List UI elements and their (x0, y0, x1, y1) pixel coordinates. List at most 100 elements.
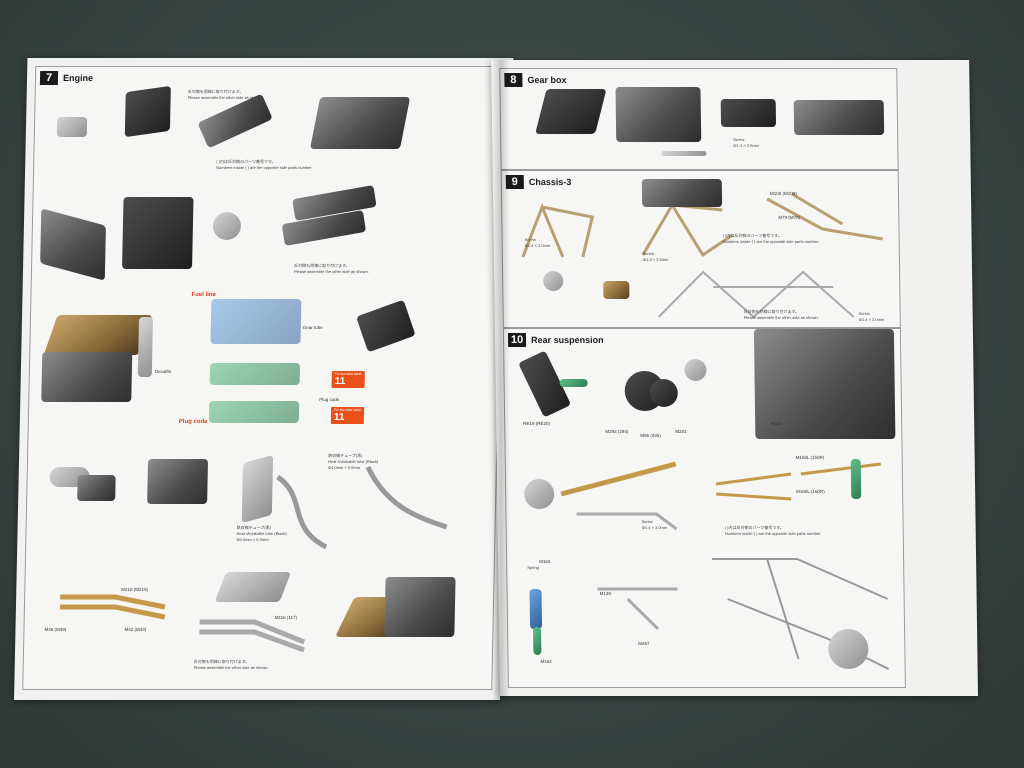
bracket-gold-part (603, 281, 630, 299)
chassis-screw-size-2: Φ1.4 × 3.5mm (642, 257, 669, 262)
damper-green-part (533, 627, 542, 655)
note-numbers-jp: ( )内は反対側のパーツ番号です。 (216, 159, 276, 164)
fuel-line-diagram (210, 299, 302, 344)
note-numbers-en: Numbers inside ( ) are the opposite side… (216, 165, 313, 170)
label-m116: M116 (117) (274, 615, 298, 620)
gear-tube-label: Gear tube (302, 325, 323, 330)
chassis-screw-size-1: Φ1.4 × 3.0mm (524, 243, 551, 248)
rod-part (661, 151, 707, 156)
section-8-header: 8 Gear box (504, 73, 566, 87)
left-page: 7 Engine 反対側も同様に取り付けます。 Please assemble … (14, 58, 514, 700)
gearbox-part (720, 99, 777, 127)
label-m48: M48 (M49) (44, 627, 67, 632)
label-m150l: M150L (150R) (795, 455, 825, 460)
gearbox-screw: Screw (733, 137, 745, 142)
section-10-rear-suspension: 10 Rear suspension RE19 (RE20) M293 (294… (502, 328, 906, 688)
plug-code-small-label: Plug code (319, 397, 340, 402)
rear-hub-part (523, 479, 555, 509)
tank-part (77, 475, 116, 501)
plug-code-diagram-lower (208, 401, 300, 423)
exhaust-pipe-diagram (59, 594, 166, 620)
section-10-title: Rear suspension (530, 335, 604, 345)
engine-block-part (124, 85, 171, 138)
chassis-frame-diagram-3 (766, 192, 883, 241)
brake-disc-part-2 (649, 379, 678, 407)
chassis-screw-size-3: Φ1.4 × 3.0mm (858, 317, 885, 322)
rear-frame-diagram (712, 558, 890, 670)
gearbox-installed-part (793, 100, 885, 135)
section-7-title: Engine (62, 73, 94, 83)
radiator-part (40, 208, 106, 281)
label-m218: M218 (M219) (121, 587, 149, 592)
chassis-tube-diagram (657, 270, 855, 319)
label-m281: M281 (675, 429, 687, 434)
engine-assembly-part (41, 352, 133, 402)
decalfin-label: Decalfin (154, 369, 172, 374)
heat-tube-en-2: Heat shrinkable tube (Black) (236, 531, 287, 536)
label-m139: M139 (599, 591, 611, 596)
axle-green-part (559, 379, 588, 387)
engine-with-gearbox-part (615, 87, 702, 142)
chassis-numbers-en: Numbers inside ( ) are the opposite side… (722, 239, 820, 244)
section-8-title: Gear box (527, 75, 567, 85)
suspension-numbers-en: Numbers inside ( ) are the opposite side… (724, 531, 822, 536)
hub-part (684, 359, 707, 381)
gearbox-screw-size: Φ1.4 × 3.0mm (733, 143, 759, 148)
engine-detail-part (147, 459, 209, 504)
chassis-numbers-jp: ( )内は反対側のパーツ番号です。 (722, 233, 782, 238)
hose-diagram-2 (365, 465, 448, 530)
intake-manifold-part (197, 93, 273, 149)
section-7-engine: 7 Engine 反対側も同様に取り付けます。 Please assemble … (22, 66, 506, 690)
suspension-screw-size: Φ1.4 × 3.0mm (641, 525, 668, 530)
label-m162: M162 (540, 659, 552, 664)
label-m160l: M160L (160R) (796, 489, 825, 494)
chassis-assemble-en: Please assemble the other side as shown. (743, 315, 819, 320)
section-7-number: 7 (39, 71, 59, 85)
label-m293: M293 (294) (605, 429, 629, 434)
engine-complete-part (384, 577, 456, 637)
bracket-part (56, 117, 88, 137)
right-page: 8 Gear box Screw Φ1.4 × 3.0mm 9 Chassis-… (491, 60, 978, 696)
pulley-part-chassis (543, 271, 564, 291)
heat-tube-jp-1: 熱収縮チューブ(黒) (328, 453, 363, 458)
pulley-stack-part (137, 317, 154, 377)
label-m42: M42 (M43) (124, 627, 147, 632)
chassis-engine-part (641, 179, 723, 207)
instruction-booklet: 7 Engine 反対側も同様に取り付けます。 Please assemble … (14, 54, 982, 704)
suspension-arm-diagram (715, 462, 881, 501)
gearbox-casing-part (535, 89, 607, 134)
spring-blue-part (529, 589, 543, 629)
label-m267: M267 (638, 641, 650, 646)
section-9-title: Chassis-3 (528, 177, 572, 187)
section-9-chassis-3: 9 Chassis-3 M108 (M109) M79 (M78) Screw … (500, 170, 901, 328)
engine-top-part (309, 97, 411, 149)
spring-label: Spring (527, 565, 539, 570)
label-m183: M183 (771, 421, 783, 426)
rear-wheel-hub-part (828, 629, 869, 669)
label-m108: M108 (M109) (769, 191, 797, 196)
plug-code-diagram-upper (209, 363, 301, 385)
plug-code-label: Plug code (178, 419, 208, 425)
section-9-header: 9 Chassis-3 (505, 175, 572, 189)
chassis-screw-2: Screw (642, 251, 654, 256)
label-m163: M163 (539, 559, 551, 564)
engine-rear-part (122, 197, 194, 269)
note-assemble-jp-3: 反対側も同様に取り付けます。 (193, 659, 250, 664)
note-assemble-jp: 反対側も同様に取り付けます。 (187, 89, 244, 94)
driveshaft-diagram (560, 461, 678, 531)
label-re19: RE19 (RE20) (523, 421, 550, 426)
fuel-line-label: Fuel line (191, 292, 216, 298)
label-m79: M79 (M78) (778, 215, 801, 220)
chassis-screw-1: Screw (524, 237, 536, 242)
section-7-header: 7 Engine (39, 71, 94, 85)
tag-2-number: 11 (333, 412, 345, 423)
note-assemble-en: Please assemble the other side as shown. (187, 95, 263, 100)
booklet-spine (492, 60, 510, 700)
note-assemble-jp-2: 反対側も同様に取り付けます。 (294, 263, 350, 268)
pulley-part (212, 212, 242, 240)
heat-shield-part (214, 572, 292, 602)
starter-part (356, 299, 416, 353)
note-assemble-en-3: Please assemble the other side as shown. (193, 665, 269, 670)
tag-1-number: 11 (334, 376, 346, 387)
